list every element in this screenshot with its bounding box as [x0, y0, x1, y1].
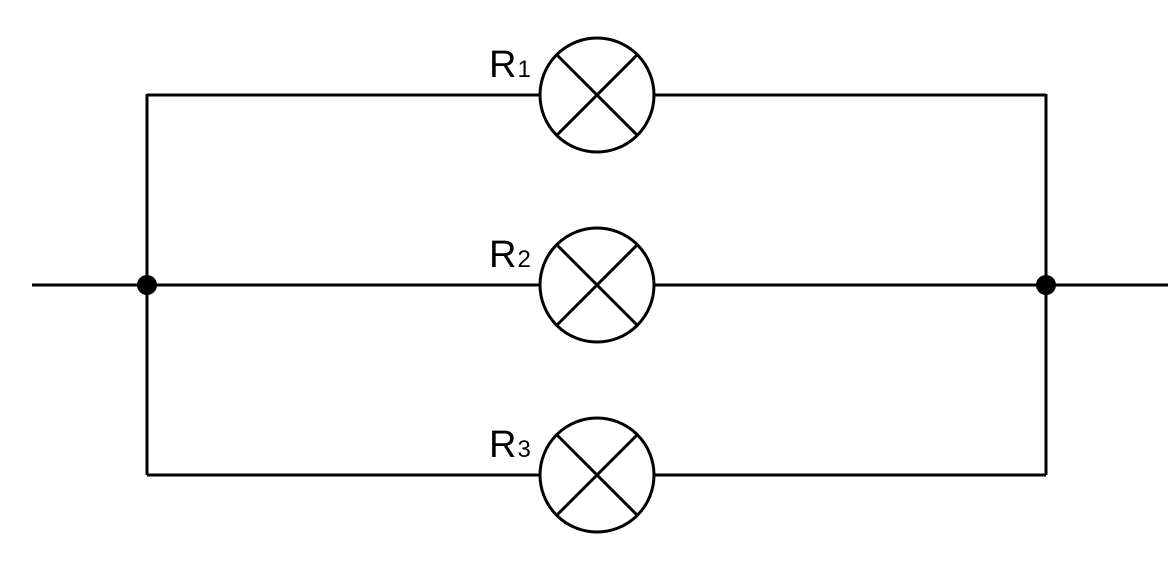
lamp-r3-label: R3	[489, 424, 531, 466]
lamp-r2	[538, 226, 656, 344]
left-junction-dot	[137, 275, 157, 295]
lamp-r1-cross-b	[555, 53, 639, 137]
lamp-r1	[538, 36, 656, 154]
lamp-r3	[538, 416, 656, 534]
lamp-r1-label: R1	[489, 44, 531, 86]
lamp-r3-cross-b	[555, 433, 639, 517]
lamp-r2-label: R2	[489, 234, 531, 276]
lamp-r2-cross-b	[555, 243, 639, 327]
right-junction-dot	[1036, 275, 1056, 295]
